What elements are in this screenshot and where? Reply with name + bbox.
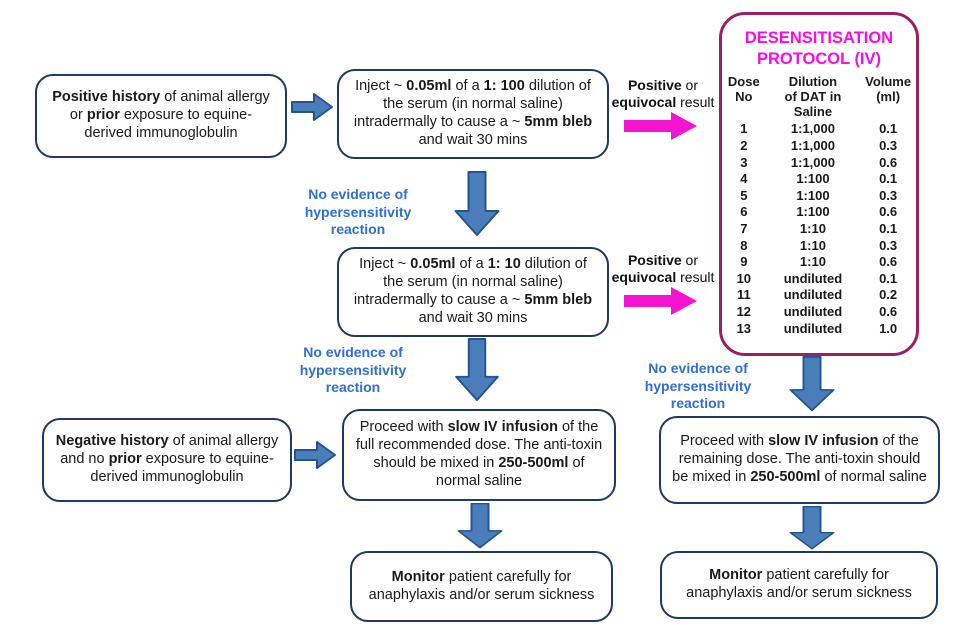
no-evidence-label-3: No evidence of hypersensitivity reaction — [644, 360, 752, 411]
proceed-remaining-dose-box: Proceed with slow IV infusion of the rem… — [659, 416, 940, 504]
proceed-full-dose-text: Proceed with slow IV infusion of the ful… — [355, 419, 603, 489]
desensitisation-protocol-panel: DESENSITISATION PROTOCOL (IV) Dose No Di… — [719, 12, 919, 356]
inject-1-10-text: Inject ~ 0.05ml of a 1: 10 dilution of t… — [353, 256, 593, 326]
positive-history-text: Positive history of animal allergy or pr… — [52, 89, 270, 141]
proceed-remaining-dose-text: Proceed with slow IV infusion of the rem… — [672, 433, 927, 485]
right-arrow-icon — [294, 441, 336, 469]
table-header-row: Dose No Dilution of DAT in Saline Volume… — [722, 74, 916, 121]
proceed-full-dose-box: Proceed with slow IV infusion of the ful… — [342, 409, 616, 501]
down-arrow-icon — [789, 356, 835, 412]
monitor-text-left: Monitor patient carefully for anaphylaxi… — [368, 568, 595, 603]
negative-history-box: Negative history of animal allergy and n… — [42, 418, 292, 502]
down-arrow-icon — [454, 171, 500, 236]
positive-history-box: Positive history of animal allergy or pr… — [35, 74, 287, 158]
header-dilution: Dilution of DAT in Saline — [784, 74, 842, 120]
down-arrow-icon — [789, 506, 835, 550]
header-volume: Volume (ml) — [865, 74, 912, 105]
protocol-table: Dose No Dilution of DAT in Saline Volume… — [722, 74, 916, 337]
monitor-box-right: Monitor patient carefully for anaphylaxi… — [660, 551, 938, 619]
pink-right-arrow-icon — [624, 287, 697, 315]
monitor-box-left: Monitor patient carefully for anaphylaxi… — [350, 551, 613, 622]
inject-1-100-text: Inject ~ 0.05ml of a 1: 100 dilution of … — [353, 78, 593, 148]
right-arrow-icon — [291, 93, 333, 121]
positive-result-label-1: Positive or equivocal result — [611, 77, 715, 110]
inject-1-10-box: Inject ~ 0.05ml of a 1: 10 dilution of t… — [337, 247, 609, 337]
panel-title: DESENSITISATION PROTOCOL (IV) — [744, 29, 894, 68]
negative-history-text: Negative history of animal allergy and n… — [55, 433, 279, 485]
down-arrow-icon — [457, 503, 503, 549]
positive-result-label-2: Positive or equivocal result — [611, 252, 715, 285]
header-dose-no: Dose No — [727, 74, 760, 105]
inject-1-100-box: Inject ~ 0.05ml of a 1: 100 dilution of … — [337, 69, 609, 159]
monitor-text-right: Monitor patient carefully for anaphylaxi… — [686, 567, 912, 601]
down-arrow-icon — [455, 338, 499, 402]
no-evidence-label-2: No evidence of hypersensitivity reaction — [299, 344, 407, 395]
no-evidence-label-1: No evidence of hypersensitivity reaction — [304, 186, 412, 237]
pink-right-arrow-icon — [624, 112, 697, 140]
